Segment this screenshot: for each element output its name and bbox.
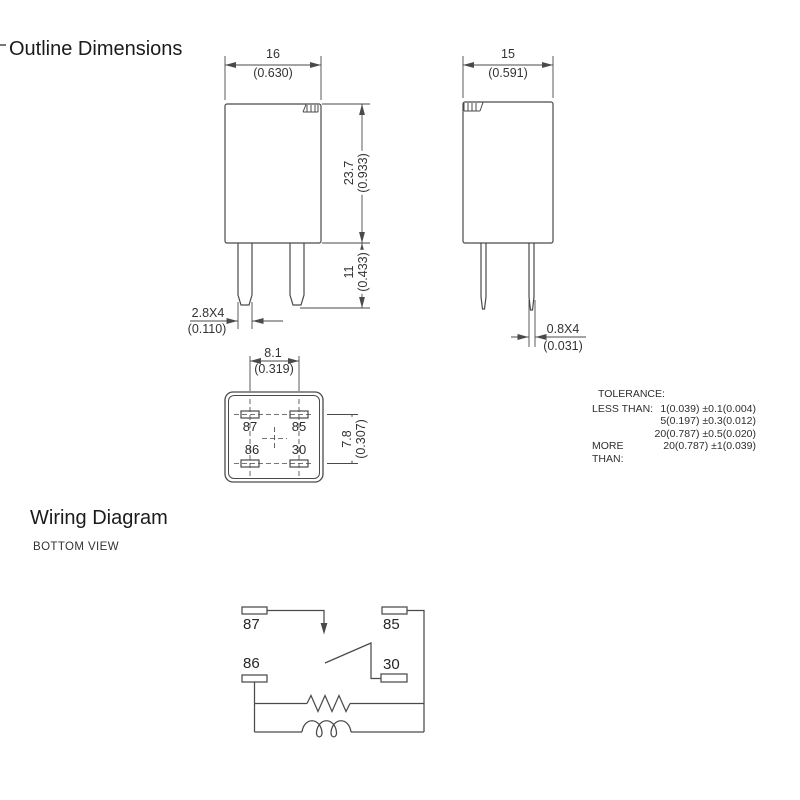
bottom-outer-outline bbox=[224, 391, 324, 483]
front-pin-size-mm: 2.8X4 bbox=[191, 306, 225, 320]
wiring-pin-label-85: 85 bbox=[383, 616, 400, 633]
tolerance-row: MORE THAN: 20(0.787) ±1(0.039) bbox=[592, 440, 756, 465]
front-width-in: (0.630) bbox=[253, 66, 293, 80]
bottom-pin-label-87: 87 bbox=[242, 419, 258, 434]
front-pin-dim-lines bbox=[190, 302, 283, 329]
side-pin-size-in: (0.031) bbox=[543, 339, 583, 353]
wiring-schematic bbox=[241, 606, 425, 738]
tolerance-row: LESS THAN: 1(0.039) ±0.1(0.004) bbox=[592, 403, 756, 416]
tolerance-row-label bbox=[592, 428, 654, 441]
front-body-outline bbox=[224, 103, 322, 244]
front-height-in: (0.933) bbox=[356, 153, 370, 193]
bottom-pitch-y-in: (0.307) bbox=[354, 419, 368, 459]
tolerance-row-value: 5(0.197) ±0.3(0.012) bbox=[660, 415, 756, 428]
bottom-pitch-x-mm: 8.1 bbox=[264, 346, 282, 360]
side-body-outline bbox=[462, 101, 554, 244]
bottom-inner-outline bbox=[228, 395, 320, 479]
front-width-dim-lines bbox=[224, 56, 322, 100]
front-pin-size-in: (0.110) bbox=[187, 322, 227, 336]
side-pin-size-mm: 0.8X4 bbox=[546, 322, 580, 336]
wiring-terminal-86 bbox=[241, 674, 268, 683]
wiring-view-subtitle: BOTTOM VIEW bbox=[33, 541, 119, 553]
wiring-section-title: Wiring Diagram bbox=[30, 507, 168, 529]
fixed-contact-arrow bbox=[320, 623, 328, 635]
bottom-pin-label-86: 86 bbox=[244, 442, 260, 457]
side-pin-right bbox=[528, 243, 535, 311]
bottom-pitch-y-dim: 7.8 (0.307) bbox=[340, 417, 368, 461]
bottom-pitch-x-in: (0.319) bbox=[254, 362, 294, 376]
front-pin-length-dim: 11 (0.433) bbox=[342, 250, 370, 294]
side-width-mm: 15 bbox=[501, 47, 515, 61]
side-pin-dim-lines bbox=[511, 300, 586, 347]
wiring-lead-85 bbox=[407, 609, 425, 732]
front-pin-length-in: (0.433) bbox=[356, 252, 370, 292]
front-height-dim: 23.7 (0.933) bbox=[342, 151, 370, 195]
side-view-drawing bbox=[462, 56, 586, 347]
tolerance-row-value: 20(0.787) ±0.5(0.020) bbox=[654, 427, 757, 440]
front-height-mm: 23.7 bbox=[342, 160, 356, 186]
tolerance-row-label: MORE THAN: bbox=[592, 440, 624, 465]
page-edge-mark bbox=[0, 44, 6, 46]
tolerance-row: 5(0.197) ±0.3(0.012) bbox=[592, 415, 756, 428]
front-width-mm: 16 bbox=[266, 47, 280, 61]
tolerance-heading: TOLERANCE: bbox=[598, 388, 665, 400]
side-width-dim-lines bbox=[462, 56, 554, 98]
front-pin-right bbox=[289, 243, 305, 306]
wiring-lead-87 bbox=[267, 609, 325, 623]
side-vent-detail bbox=[463, 102, 484, 112]
side-width-in: (0.591) bbox=[488, 66, 528, 80]
tolerance-row-value: 1(0.039) ±0.1(0.004) bbox=[660, 402, 756, 415]
switch-blade bbox=[324, 642, 381, 680]
coil-symbol bbox=[301, 720, 352, 738]
bottom-pin-label-30: 30 bbox=[291, 442, 307, 457]
bottom-view-drawing bbox=[224, 356, 358, 483]
front-vent-detail bbox=[302, 104, 319, 113]
side-pin-left bbox=[480, 243, 487, 310]
front-pin-left bbox=[237, 243, 253, 306]
wiring-pin-label-87: 87 bbox=[243, 616, 260, 633]
bottom-pitch-y-mm: 7.8 bbox=[340, 430, 354, 448]
tolerance-table: TOLERANCE: LESS THAN: 1(0.039) ±0.1(0.00… bbox=[592, 388, 756, 465]
resistor-symbol bbox=[306, 693, 351, 714]
wiring-terminal-30 bbox=[380, 673, 408, 683]
tolerance-row-label bbox=[592, 415, 654, 428]
bottom-center-lines bbox=[234, 399, 314, 477]
wiring-pin-label-30: 30 bbox=[383, 656, 400, 673]
wiring-terminal-85 bbox=[381, 606, 408, 615]
outline-section-title: Outline Dimensions bbox=[9, 38, 183, 60]
front-view-drawing bbox=[190, 56, 370, 329]
tolerance-row: 20(0.787) ±0.5(0.020) bbox=[592, 427, 757, 441]
tolerance-row-value: 20(0.787) ±1(0.039) bbox=[663, 440, 756, 453]
tolerance-row-label: LESS THAN: bbox=[592, 402, 654, 415]
wiring-pin-label-86: 86 bbox=[243, 655, 260, 672]
front-pin-length-mm: 11 bbox=[342, 265, 356, 279]
bottom-pin-label-85: 85 bbox=[291, 419, 307, 434]
wiring-terminal-87 bbox=[241, 606, 268, 615]
